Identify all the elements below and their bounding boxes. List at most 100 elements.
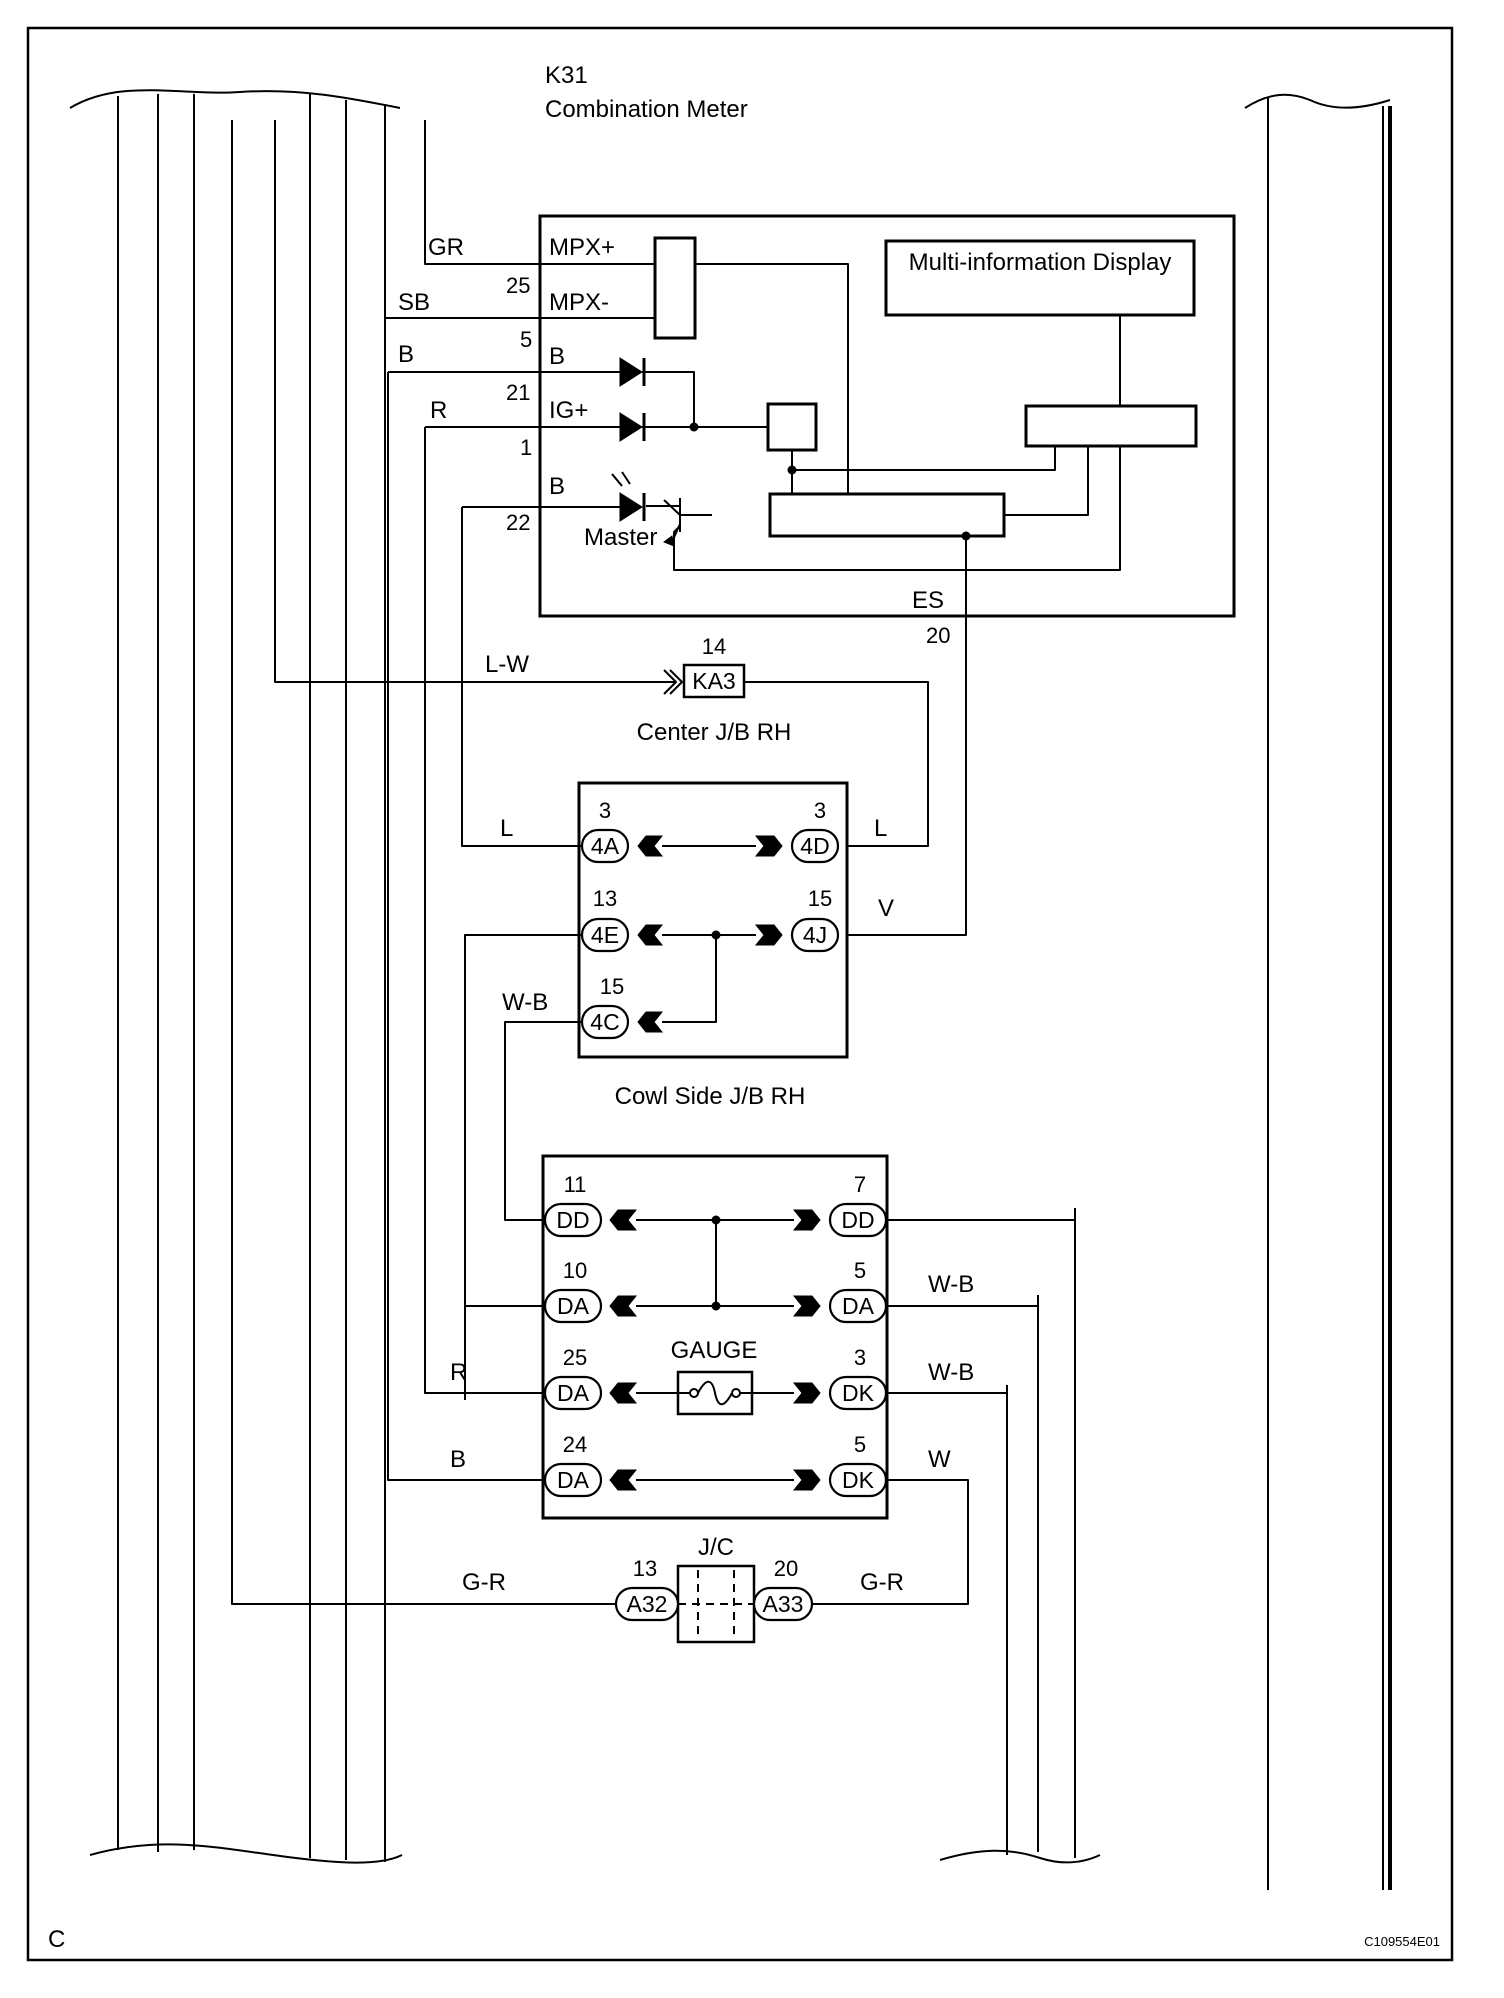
- pin-number-21: 21: [506, 380, 530, 405]
- cowl-jb-name: Cowl Side J/B RH: [615, 1083, 806, 1110]
- pin-mpx-plus: MPX+: [549, 234, 615, 261]
- wire-w-path: [812, 1479, 969, 1605]
- connector-dd-left: [543, 1202, 603, 1238]
- jc-pin-20: 20: [774, 1556, 798, 1581]
- cowl-pin-3-left: 3: [599, 798, 611, 823]
- wire-wb-da: W-B: [928, 1271, 974, 1298]
- wire-wb-4e-path: [464, 934, 582, 1400]
- pin-b-master: B: [549, 473, 565, 500]
- wire-wb-da-path: [886, 1305, 1039, 1852]
- lower-row-dd-internal: [609, 1209, 821, 1306]
- connector-a32: [614, 1586, 680, 1622]
- connector-4a-label: 4A: [591, 833, 620, 859]
- cowl-row3-arrow: [637, 1011, 664, 1033]
- connector-4j: [790, 917, 840, 953]
- wire-wb-dk-path: [886, 1392, 1008, 1855]
- connector-da-left-24-label: DA: [557, 1467, 590, 1493]
- pin-number-22: 22: [506, 510, 530, 535]
- cowl-pin-15-left: 15: [600, 974, 624, 999]
- center-jb-name: Center J/B RH: [637, 719, 792, 746]
- lower-row-dk-internal: [609, 1469, 821, 1491]
- wire-dd-right-path: [886, 1219, 1076, 1855]
- wire-r1: R: [430, 397, 447, 424]
- wire-gr-left-path: [231, 120, 616, 1605]
- cpu-block: [768, 492, 1006, 538]
- connector-ka3-label: KA3: [692, 668, 735, 694]
- gauge-fuse: [676, 1370, 754, 1416]
- meter-external-wiring: [385, 120, 967, 936]
- jc-pin-13: 13: [633, 1556, 657, 1581]
- gauge-fuse-label: GAUGE: [671, 1337, 758, 1364]
- connector-4e: [580, 917, 630, 953]
- connector-a33-label: A33: [763, 1591, 804, 1617]
- wire-l-left-path: [461, 507, 582, 847]
- connector-da-right-5-label: DA: [842, 1293, 875, 1319]
- wire-l-right-path: [744, 681, 929, 847]
- lower-pin-10: 10: [563, 1258, 587, 1283]
- left-harness-bundle: [69, 89, 403, 1864]
- lower-pin-11: 11: [564, 1172, 587, 1197]
- pin-b-top: B: [549, 343, 565, 370]
- wire-gr-left: G-R: [462, 1569, 506, 1596]
- cowl-row2-internal: [637, 924, 783, 1023]
- connector-a32-label: A32: [627, 1591, 668, 1617]
- connector-da-left-10-label: DA: [557, 1293, 590, 1319]
- connector-4a: [580, 828, 630, 864]
- wire-b2: B: [450, 1446, 466, 1473]
- junction-connector-box: [676, 1564, 756, 1644]
- pin-number-20: 20: [926, 623, 950, 648]
- pin-mpx-minus: MPX-: [549, 289, 609, 316]
- wire-lw-path: [274, 120, 675, 683]
- wire-l-left: L: [500, 815, 513, 842]
- display-driver-block: [1024, 404, 1198, 448]
- wire-gr: GR: [428, 234, 464, 261]
- pin-number-25: 25: [506, 273, 530, 298]
- connector-4c-label: 4C: [590, 1009, 619, 1035]
- page-frame: [26, 26, 1454, 1962]
- jc-name: J/C: [698, 1534, 734, 1561]
- wire-b2-path: [387, 372, 545, 1481]
- lower-pin-25: 25: [563, 1345, 587, 1370]
- meter-id: K31: [545, 62, 588, 89]
- lower-pin-5-dk: 5: [854, 1432, 866, 1457]
- display-label: Multi-information Display: [909, 249, 1172, 276]
- master-warning-led: [611, 471, 646, 522]
- wire-r2-path: [424, 427, 545, 1394]
- cowl-pin-3-right: 3: [814, 798, 826, 823]
- meter-internal-wiring: [642, 263, 1121, 571]
- connector-dk-right-5-label: DK: [842, 1467, 875, 1493]
- connector-dk-right-3-label: DK: [842, 1380, 875, 1406]
- pin-ig: IG+: [549, 397, 588, 424]
- lower-pin-3: 3: [854, 1345, 866, 1370]
- wire-wb-dk: W-B: [928, 1359, 974, 1386]
- wire-sb: SB: [398, 289, 430, 316]
- wire-l-right: L: [874, 815, 887, 842]
- connector-4e-label: 4E: [591, 922, 619, 948]
- wire-gr-right: G-R: [860, 1569, 904, 1596]
- connector-ka3: [682, 663, 746, 699]
- wire-wb-left: W-B: [502, 989, 548, 1016]
- multi-information-display: [884, 239, 1196, 317]
- lower-row-da-internal: [609, 1295, 821, 1317]
- center-jb-pin-14: 14: [702, 634, 726, 659]
- wire-b1: B: [398, 341, 414, 368]
- connector-4d-label: 4D: [800, 833, 829, 859]
- wire-r2: R: [450, 1359, 467, 1386]
- lower-pin-5-da: 5: [854, 1258, 866, 1283]
- cowl-row1-internal: [637, 835, 783, 857]
- wire-wb-4c-path: [504, 1021, 582, 1221]
- cowl-pin-13: 13: [593, 886, 617, 911]
- pin-es: ES: [912, 587, 944, 614]
- figure-code: C109554E01: [1364, 1934, 1440, 1949]
- wire-v: V: [878, 895, 894, 922]
- wire-w: W: [928, 1446, 951, 1473]
- connector-dd-left-label: DD: [556, 1207, 589, 1233]
- connector-4j-label: 4J: [803, 922, 827, 948]
- regulator-block: [766, 402, 818, 452]
- lower-pin-7: 7: [854, 1172, 866, 1197]
- connector-a33: [752, 1586, 814, 1622]
- pin-number-1: 1: [520, 435, 532, 460]
- connector-dd-right-label: DD: [841, 1207, 874, 1233]
- lower-pin-24: 24: [563, 1432, 587, 1457]
